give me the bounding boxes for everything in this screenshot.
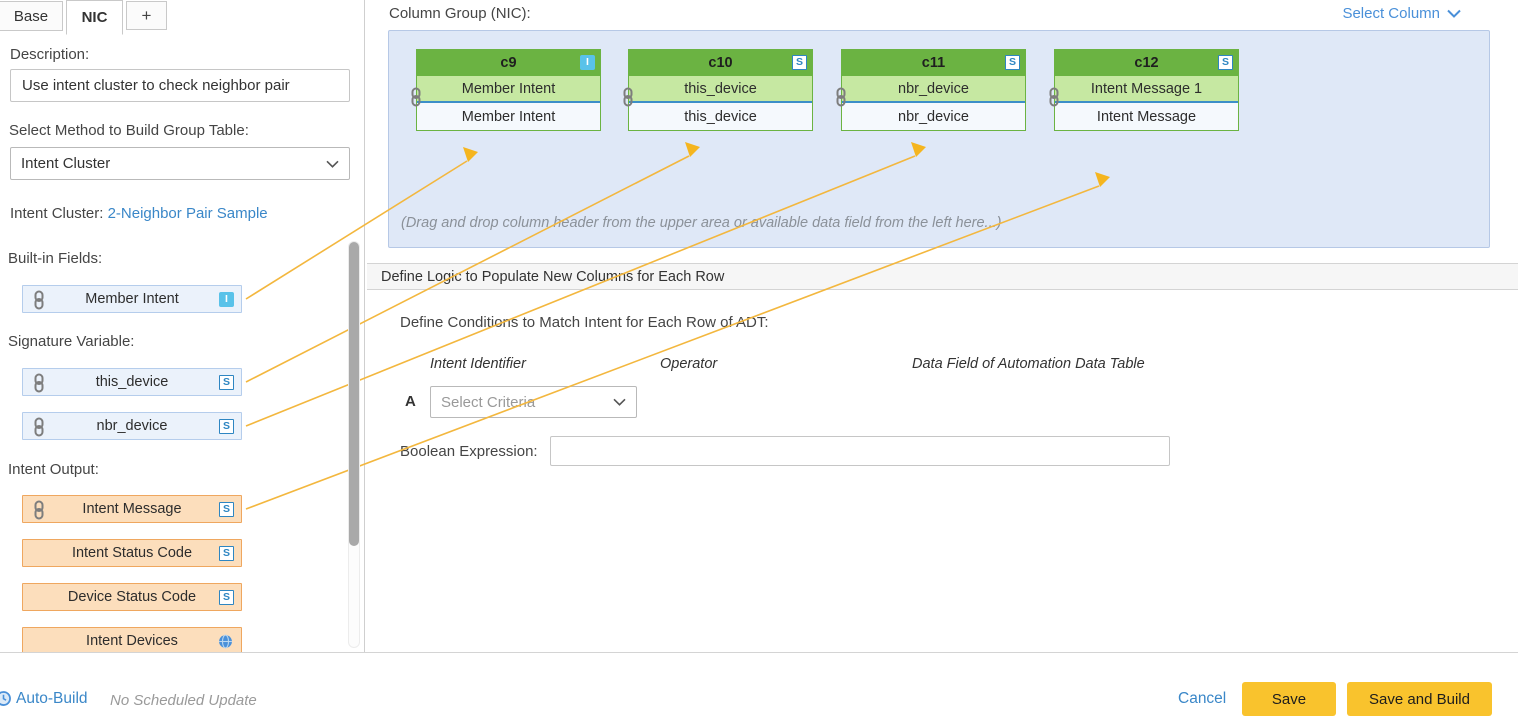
column-field-row: Intent Message bbox=[1055, 103, 1238, 130]
criteria-placeholder: Select Criteria bbox=[441, 393, 536, 411]
signature-variable-label: Signature Variable: bbox=[8, 333, 135, 350]
column-field-row: nbr_device bbox=[842, 103, 1025, 130]
string-type-badge: S bbox=[219, 419, 234, 434]
select-column-dropdown[interactable]: Select Column bbox=[1342, 5, 1461, 22]
data-field-header: Data Field of Automation Data Table bbox=[912, 356, 1145, 372]
operator-header: Operator bbox=[660, 356, 718, 372]
boolean-expression-input[interactable] bbox=[550, 436, 1170, 466]
column-field-row: Member Intent bbox=[417, 103, 600, 130]
column-id: c9 bbox=[500, 55, 517, 71]
schedule-status: No Scheduled Update bbox=[110, 692, 257, 709]
column-card-c12[interactable]: c12 S Intent Message 1 Intent Message bbox=[1049, 49, 1239, 131]
method-select[interactable]: Intent Cluster bbox=[10, 147, 350, 180]
intent-cluster-link[interactable]: 2-Neighbor Pair Sample bbox=[107, 205, 268, 222]
save-and-build-button[interactable]: Save and Build bbox=[1347, 682, 1492, 716]
link-icon bbox=[33, 373, 45, 397]
field-chip-nbr-device[interactable]: nbr_device S bbox=[22, 412, 242, 440]
intent-output-label: Intent Output: bbox=[8, 461, 99, 478]
column-card-header[interactable]: c12 S bbox=[1055, 50, 1238, 76]
field-chip-intent-message[interactable]: Intent Message S bbox=[22, 495, 242, 523]
tab-base[interactable]: Base bbox=[0, 1, 63, 31]
description-label: Description: bbox=[10, 46, 90, 63]
column-card-c11[interactable]: c11 S nbr_device nbr_device bbox=[836, 49, 1026, 131]
intent-cluster-label: Intent Cluster: bbox=[10, 205, 104, 222]
clock-icon bbox=[0, 690, 12, 712]
column-card-header[interactable]: c10 S bbox=[629, 50, 812, 76]
intent-type-badge: I bbox=[219, 292, 234, 307]
field-chip-intent-devices[interactable]: Intent Devices bbox=[22, 627, 242, 652]
link-icon bbox=[33, 500, 45, 524]
conditions-title: Define Conditions to Match Intent for Ea… bbox=[400, 314, 769, 331]
add-tab-button[interactable]: + bbox=[126, 1, 167, 30]
left-panel: Base NIC + Description: Select Method to… bbox=[0, 0, 365, 652]
string-type-badge: S bbox=[219, 546, 234, 561]
boolean-expression-label: Boolean Expression: bbox=[400, 443, 538, 460]
chip-label: Intent Devices bbox=[86, 633, 178, 649]
drop-hint-text: (Drag and drop column header from the up… bbox=[401, 215, 1002, 231]
chip-label: Intent Message bbox=[82, 501, 182, 517]
logic-section-header: Define Logic to Populate New Columns for… bbox=[367, 263, 1518, 290]
intent-identifier-header: Intent Identifier bbox=[430, 356, 526, 372]
link-icon bbox=[410, 86, 422, 113]
link-icon bbox=[622, 86, 634, 113]
link-icon bbox=[33, 417, 45, 441]
column-card-c10[interactable]: c10 S this_device this_device bbox=[623, 49, 813, 131]
chip-label: Device Status Code bbox=[67, 589, 197, 605]
column-id: c12 bbox=[1134, 55, 1159, 71]
auto-build-link[interactable]: Auto-Build bbox=[16, 690, 88, 707]
chevron-down-icon bbox=[613, 398, 626, 406]
string-type-badge: S bbox=[219, 502, 234, 517]
column-group-panel: Column Group (NIC): Select Column c9 I M… bbox=[365, 0, 1518, 652]
string-type-badge: S bbox=[1005, 55, 1020, 70]
intent-cluster-row: Intent Cluster: 2-Neighbor Pair Sample bbox=[10, 205, 268, 222]
chip-label: nbr_device bbox=[96, 418, 168, 434]
chevron-down-icon bbox=[326, 160, 339, 168]
chip-label: this_device bbox=[95, 374, 169, 390]
string-type-badge: S bbox=[1218, 55, 1233, 70]
field-chip-device-status-code[interactable]: Device Status Code S bbox=[22, 583, 242, 611]
string-type-badge: S bbox=[219, 590, 234, 605]
criteria-select[interactable]: Select Criteria bbox=[430, 386, 637, 418]
footer-bar: Auto-Build No Scheduled Update Cancel Sa… bbox=[0, 652, 1518, 720]
string-type-badge: S bbox=[219, 375, 234, 390]
globe-icon bbox=[218, 634, 233, 652]
field-chip-intent-status-code[interactable]: Intent Status Code S bbox=[22, 539, 242, 567]
chip-label: Intent Status Code bbox=[71, 545, 193, 561]
link-icon bbox=[835, 86, 847, 113]
condition-row-label: A bbox=[405, 393, 416, 410]
column-card-c9[interactable]: c9 I Member Intent Member Intent bbox=[411, 49, 601, 131]
builtin-fields-label: Built-in Fields: bbox=[8, 250, 103, 267]
method-value: Intent Cluster bbox=[21, 155, 111, 172]
column-alias-row: Member Intent bbox=[417, 76, 600, 103]
tab-nic[interactable]: NIC bbox=[66, 0, 123, 35]
field-chip-member-intent[interactable]: Member Intent I bbox=[22, 285, 242, 313]
column-id: c10 bbox=[708, 55, 733, 71]
select-column-label: Select Column bbox=[1342, 5, 1440, 22]
field-chip-this-device[interactable]: this_device S bbox=[22, 368, 242, 396]
column-card-header[interactable]: c9 I bbox=[417, 50, 600, 76]
description-input[interactable] bbox=[10, 69, 350, 102]
intent-type-badge: I bbox=[580, 55, 595, 70]
column-id: c11 bbox=[921, 55, 946, 71]
left-panel-scrollbar[interactable] bbox=[348, 241, 360, 648]
chevron-down-icon bbox=[1447, 9, 1461, 18]
save-button[interactable]: Save bbox=[1242, 682, 1336, 716]
chip-label: Member Intent bbox=[85, 291, 179, 307]
column-group-title: Column Group (NIC): bbox=[389, 5, 531, 22]
link-icon bbox=[33, 290, 45, 314]
column-field-row: this_device bbox=[629, 103, 812, 130]
method-label: Select Method to Build Group Table: bbox=[9, 122, 249, 139]
scrollbar-thumb[interactable] bbox=[349, 242, 359, 546]
column-alias-row: Intent Message 1 bbox=[1055, 76, 1238, 103]
column-alias-row: nbr_device bbox=[842, 76, 1025, 103]
link-icon bbox=[1048, 86, 1060, 113]
column-alias-row: this_device bbox=[629, 76, 812, 103]
column-drop-area[interactable]: c9 I Member Intent Member Intent c10 S t… bbox=[388, 30, 1490, 248]
cancel-button[interactable]: Cancel bbox=[1178, 690, 1227, 707]
string-type-badge: S bbox=[792, 55, 807, 70]
column-card-header[interactable]: c11 S bbox=[842, 50, 1025, 76]
